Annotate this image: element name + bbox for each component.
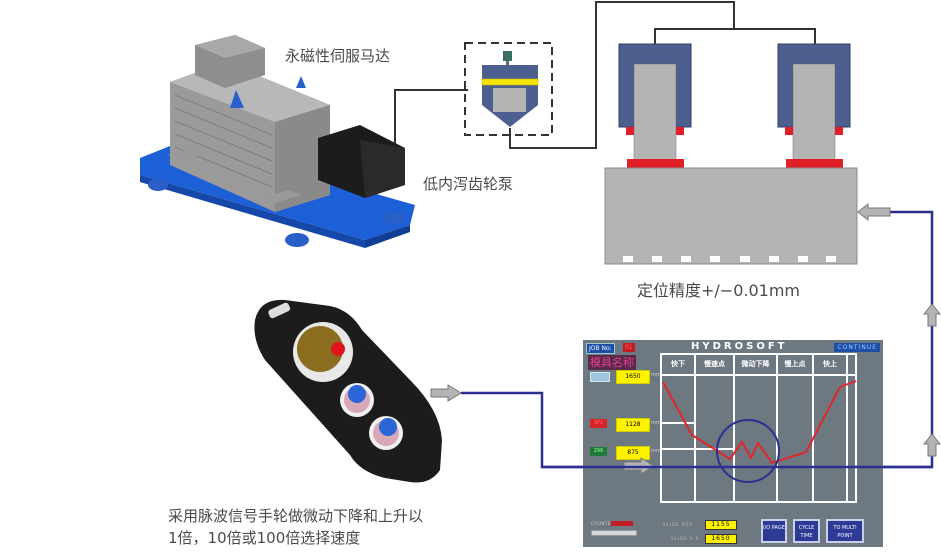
signal-arrow-icon: [430, 384, 462, 402]
handwheel-knob: [331, 342, 345, 356]
lifting-lug: [230, 90, 244, 108]
cylinder-right: [777, 43, 851, 128]
job-number-label: JOB No:: [586, 343, 615, 354]
io-page-button[interactable]: I/O PAGE: [761, 519, 787, 543]
readout-value: 1650: [616, 370, 650, 384]
readout-tag-icon: [590, 372, 610, 382]
signal-arrow-icon: [623, 457, 655, 475]
seal: [835, 127, 843, 135]
hmi-screen: JOB No: 01 HYDROSOFT CONTINUE 模具名称 1650 …: [583, 340, 883, 547]
handwheel-description-line2: 1倍，10倍或100倍选择速度: [168, 529, 361, 547]
lifting-lug: [296, 76, 306, 88]
stroke-profile-curve: [662, 380, 857, 465]
seal: [626, 127, 634, 135]
foot: [148, 179, 168, 191]
valve-dashed-boundary: [464, 42, 553, 136]
stroke-curve-overlay: [623, 380, 857, 483]
foot: [384, 212, 406, 224]
up-arrow-icon: [922, 433, 941, 457]
cycle-time-button[interactable]: CYCLE TIME: [793, 519, 820, 543]
to-multi-point-button[interactable]: TO MULTI POINT: [826, 519, 864, 543]
precision-label: 定位精度+/−0.01mm: [637, 281, 801, 300]
up-arrow-icon: [922, 303, 941, 327]
slide-pos-label: SLIDE POS: [663, 522, 693, 527]
table-header-cell: 慢上点: [778, 355, 814, 374]
readout-tag: SP1: [590, 419, 607, 428]
seal: [785, 127, 793, 135]
foot: [285, 233, 309, 247]
readout-unit: mm: [651, 448, 661, 454]
gear-pump-label: 低内泻齿轮泵: [423, 175, 514, 193]
stroke-profile-table: 快下 慢速点 微动下降 慢上点 快上: [660, 353, 857, 503]
pendant-hanger: [268, 302, 291, 319]
piston-rod-left: [633, 63, 677, 161]
seal-base: [627, 159, 684, 168]
continue-button[interactable]: CONTINUE: [834, 343, 880, 352]
job-number-value: 01: [623, 343, 635, 352]
slide-set-value: 1650: [705, 534, 737, 544]
slide-set-label: SLIDE S.P.: [671, 536, 701, 541]
piston-rod-right: [792, 63, 836, 161]
handwheel-dial: [297, 326, 343, 372]
feedback-arrow-icon: [857, 202, 891, 222]
handwheel-description-line1: 采用脉波信号手轮做微动下降和上升以: [168, 507, 424, 525]
readout-tag: 296: [590, 447, 607, 456]
hydraulic-line-valve-to-cylinders: [509, 1, 735, 149]
slide-pos-value: 1155: [705, 520, 737, 530]
micro-adjust-highlight: [716, 419, 780, 483]
table-header-cell: 快下: [662, 355, 696, 374]
valve-actuator: [503, 51, 512, 61]
readout-value: 875: [616, 446, 650, 460]
hydraulic-manifold: [654, 28, 816, 44]
table-header-cell: 微动下降: [735, 355, 778, 374]
ram-platen: [604, 167, 858, 265]
counter-indicator: [611, 521, 633, 526]
table-header-cell: 快上: [814, 355, 848, 374]
table-header-cell: 慢速点: [696, 355, 735, 374]
platen-slots: [623, 256, 836, 262]
readout-value: 1128: [616, 418, 650, 432]
status-bar: [591, 530, 637, 536]
valve-spool-bar: [481, 78, 539, 86]
seal: [676, 127, 684, 135]
valve-spool: [493, 88, 526, 112]
counter-label: COUNTER: [591, 521, 615, 526]
table-header-row: 快下 慢速点 微动下降 慢上点 快上: [662, 355, 855, 376]
seal-base: [786, 159, 843, 168]
readout-unit: mm: [651, 420, 661, 426]
hmi-title: HYDROSOFT: [691, 341, 788, 352]
mold-name-display: 模具名称: [588, 355, 636, 370]
readout-unit: mm: [651, 372, 661, 378]
servo-motor-label: 永磁性伺服马达: [285, 47, 391, 65]
